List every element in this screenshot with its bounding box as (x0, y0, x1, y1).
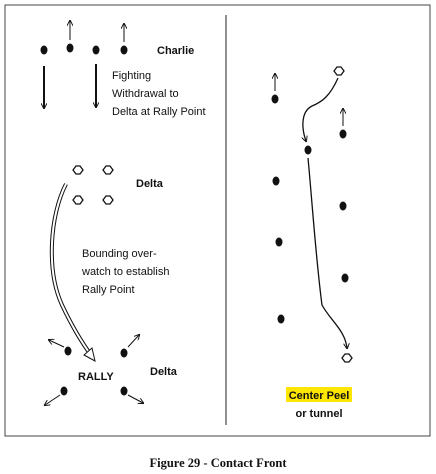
delta-soldier-hexagon (72, 195, 84, 205)
peel-soldier (341, 273, 349, 283)
charlie-label: Charlie (157, 45, 194, 57)
peel-soldier (275, 237, 283, 247)
peel-path-arrow-icon (307, 157, 347, 348)
rally-soldier-4 (120, 386, 128, 396)
rally-soldier-3 (60, 386, 68, 396)
bounding-line-2: watch to establish (81, 266, 169, 278)
charlie-soldier-2 (66, 43, 74, 53)
peel-hexagon-bottom (341, 353, 353, 363)
peel-hexagon-top (333, 66, 345, 76)
delta-soldier-hexagon (72, 165, 84, 175)
charlie-soldier-3 (92, 45, 100, 55)
charlie-soldier-1 (40, 45, 48, 55)
peel-right-column (339, 129, 349, 283)
bounding-line-1: Bounding over- (82, 248, 157, 260)
outward-arrow-icon (45, 394, 61, 405)
outward-arrow-icon (127, 394, 143, 403)
outward-arrow-icon (49, 340, 65, 348)
rally-soldier-1 (64, 346, 72, 356)
outward-arrow-icon (127, 335, 139, 348)
center-peel-label: Center Peel (289, 390, 350, 402)
delta-soldier-hexagon (102, 165, 114, 175)
charlie-team (40, 43, 128, 55)
fighting-withdrawal-line-3: Delta at Rally Point (112, 106, 206, 118)
peel-soldier (271, 94, 279, 104)
peel-left-column (271, 94, 285, 324)
peel-soldier (339, 129, 347, 139)
delta-soldier-hexagon (102, 195, 114, 205)
bounding-overwatch-arrow-icon (49, 183, 96, 362)
or-tunnel-label: or tunnel (295, 408, 342, 420)
delta-bottom-label: Delta (150, 366, 178, 378)
peel-soldier (272, 176, 280, 186)
bounding-line-3: Rally Point (82, 284, 135, 296)
peel-lead-soldier (304, 145, 312, 155)
peel-soldier (339, 201, 347, 211)
rally-point-team (60, 346, 128, 396)
rally-label: RALLY (78, 371, 114, 383)
delta-team-top (72, 165, 114, 205)
peel-curve-arrow-icon (303, 77, 339, 141)
fighting-withdrawal-line-1: Fighting (112, 70, 151, 82)
figure-caption: Figure 29 - Contact Front (149, 456, 287, 470)
charlie-soldier-4 (120, 45, 128, 55)
peel-soldier (277, 314, 285, 324)
rally-soldier-2 (120, 348, 128, 358)
figure-frame (4, 4, 431, 437)
fighting-withdrawal-line-2: Withdrawal to (112, 88, 179, 100)
center-peel-highlight (286, 387, 352, 402)
delta-top-label: Delta (136, 178, 164, 190)
